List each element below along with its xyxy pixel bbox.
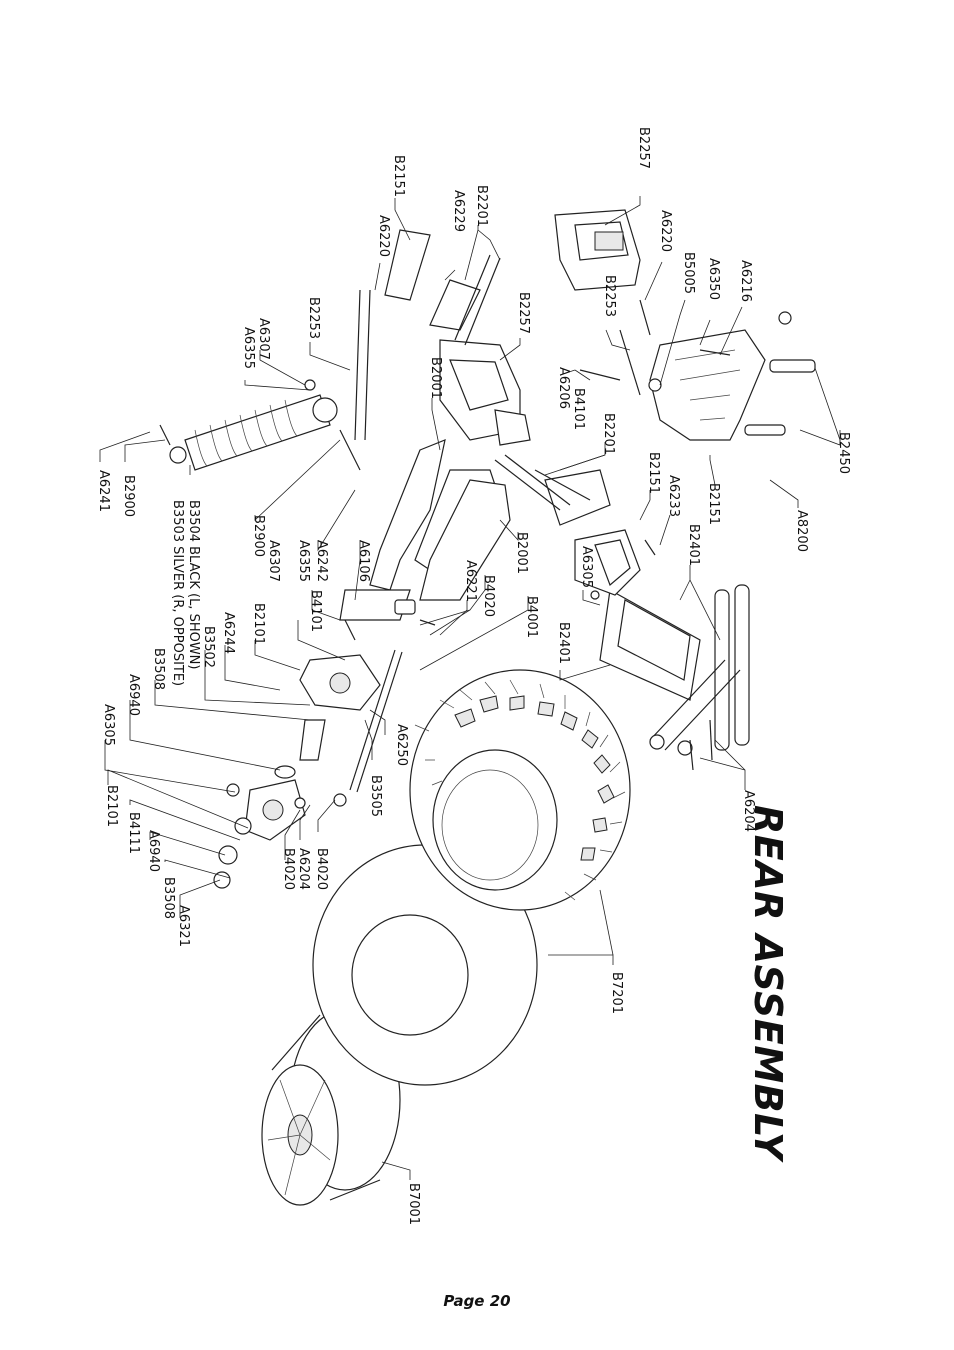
part-label-b2151-top: B2151 bbox=[391, 155, 406, 197]
part-label-b2253-right: B2253 bbox=[602, 275, 617, 317]
part-label-a6229: A6229 bbox=[451, 190, 466, 232]
upper-links bbox=[384, 229, 501, 346]
part-label-a6106: A6106 bbox=[356, 540, 371, 582]
part-label-b2101-low: B2101 bbox=[104, 785, 119, 827]
hinge-pins bbox=[494, 454, 591, 511]
part-label-a6305-low: A6305 bbox=[101, 704, 116, 746]
part-label-a6940-top: A6940 bbox=[126, 674, 141, 716]
hub-hardware bbox=[213, 783, 347, 889]
part-label-b4020-top: B4020 bbox=[481, 575, 496, 617]
part-label-b2201-mid: B2201 bbox=[601, 413, 616, 455]
stub-axle bbox=[274, 719, 326, 779]
driveshaft bbox=[349, 599, 416, 793]
part-label-b7201: B7201 bbox=[609, 972, 624, 1014]
suspension-arm-lower bbox=[419, 479, 511, 601]
part-label-a6307-top: A6307 bbox=[256, 318, 271, 360]
part-label-b3504: B3504 BLACK (L, SHOWN) bbox=[186, 500, 201, 669]
part-label-a6220-left: A6220 bbox=[376, 215, 391, 257]
part-label-a6241: A6241 bbox=[96, 470, 111, 512]
part-label-a6242: A6242 bbox=[314, 540, 329, 582]
part-label-a6355-low: A6355 bbox=[296, 540, 311, 582]
part-label-a8200: A8200 bbox=[794, 510, 809, 552]
part-label-a6221: A6221 bbox=[463, 560, 478, 602]
part-label-a6206: A6206 bbox=[556, 367, 571, 409]
part-label-b4001: B4001 bbox=[524, 596, 539, 638]
part-label-a6216: A6216 bbox=[738, 260, 753, 302]
part-label-a6244: A6244 bbox=[221, 612, 236, 654]
part-label-b3505: B3505 bbox=[368, 775, 383, 817]
part-label-b3502: B3502 bbox=[201, 626, 216, 668]
part-label-b3508-top: B3508 bbox=[151, 648, 166, 690]
part-label-b4101-low: B4101 bbox=[308, 590, 323, 632]
part-label-a6321: A6321 bbox=[176, 905, 191, 947]
part-label-b4020-bot: B4020 bbox=[281, 848, 296, 890]
part-label-b2151-right: B2151 bbox=[706, 483, 721, 525]
part-label-a6355-top: A6355 bbox=[241, 327, 256, 369]
small-hardware bbox=[159, 299, 731, 771]
part-label-a6204-right: A6204 bbox=[741, 790, 756, 832]
part-label-b2101-top: B2101 bbox=[251, 603, 266, 645]
leader-lines bbox=[99, 196, 841, 1180]
page-number: Page 20 bbox=[443, 1292, 511, 1310]
part-label-b2257-top: B2257 bbox=[636, 127, 651, 169]
part-label-b2450: B2450 bbox=[836, 432, 851, 474]
part-label-a6250: A6250 bbox=[394, 724, 409, 766]
part-label-b3508-low: B3508 bbox=[161, 877, 176, 919]
part-label-b2900-mid: B2900 bbox=[251, 515, 266, 557]
part-label-a6204-low: A6204 bbox=[296, 848, 311, 890]
part-label-b4020-low: B4020 bbox=[314, 848, 329, 890]
shock-absorber bbox=[169, 394, 338, 471]
part-label-b2151-mid: B2151 bbox=[646, 452, 661, 494]
shock-tower bbox=[649, 311, 816, 441]
gearbox-mid bbox=[439, 339, 531, 446]
page-title: REAR ASSEMBLY bbox=[746, 805, 790, 1160]
part-label-b2001-mid: B2001 bbox=[514, 532, 529, 574]
part-label-a6305-mid: A6305 bbox=[579, 546, 594, 588]
part-label-b4111: B4111 bbox=[126, 812, 141, 854]
part-label-b3503: B3503 SILVER (R, OPPOSITE) bbox=[170, 500, 185, 686]
part-label-b4101-mid: B4101 bbox=[571, 388, 586, 430]
part-label-a6350: A6350 bbox=[706, 258, 721, 300]
gearbox-top bbox=[554, 209, 641, 291]
part-label-b7001: B7001 bbox=[406, 1183, 421, 1225]
part-label-b2201-top: B2201 bbox=[474, 185, 489, 227]
part-label-b2253-left: B2253 bbox=[306, 297, 321, 339]
part-label-b2900-left: B2900 bbox=[121, 475, 136, 517]
part-label-b2257-mid: B2257 bbox=[516, 292, 531, 334]
part-label-b5005: B5005 bbox=[681, 252, 696, 294]
rear-bumper bbox=[599, 584, 750, 756]
part-label-a6940-low: A6940 bbox=[146, 830, 161, 872]
rear-hub bbox=[244, 779, 306, 841]
part-label-b2001-top: B2001 bbox=[428, 357, 443, 399]
part-label-b2401-mid: B2401 bbox=[556, 622, 571, 664]
part-label-b2401-right: B2401 bbox=[686, 524, 701, 566]
tire-foam-insert bbox=[312, 844, 538, 1086]
hub-carrier bbox=[299, 654, 381, 711]
part-label-a6233: A6233 bbox=[666, 475, 681, 517]
tire-tread bbox=[409, 669, 631, 911]
camber-link bbox=[339, 289, 411, 621]
part-label-a6307-low: A6307 bbox=[266, 540, 281, 582]
part-label-a6220-right: A6220 bbox=[658, 210, 673, 252]
